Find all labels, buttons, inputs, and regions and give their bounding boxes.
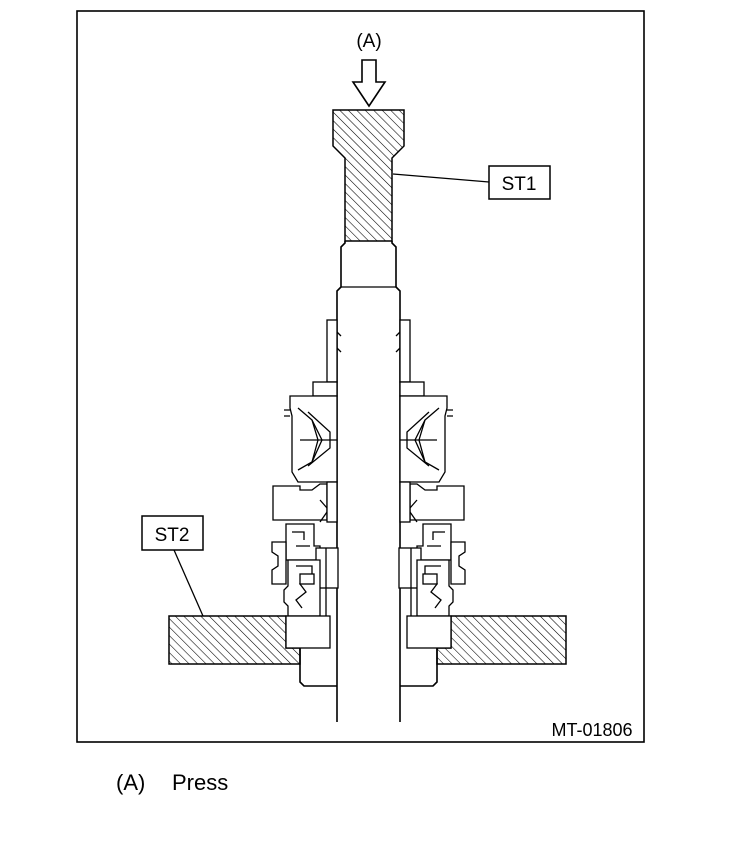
press-marker-label: (A) bbox=[356, 31, 381, 52]
upper-bearing-right bbox=[399, 381, 453, 483]
upper-bearing-left bbox=[284, 381, 338, 483]
st1-callout-label: ST1 bbox=[502, 174, 537, 195]
legend-description: Press bbox=[172, 770, 229, 795]
lower-bearing-right bbox=[398, 523, 466, 617]
st1-driver-tool bbox=[332, 109, 405, 242]
figure-code: MT-01806 bbox=[551, 720, 632, 740]
shaft bbox=[336, 241, 401, 722]
sleeve-block-right bbox=[406, 615, 452, 649]
st2-leader-line bbox=[173, 549, 204, 617]
legend-row: (A) Press bbox=[116, 770, 228, 796]
spacer-collar-left bbox=[326, 319, 342, 383]
gear-hub-left bbox=[272, 481, 338, 523]
spacer-collar-right bbox=[395, 319, 411, 383]
press-arrow-icon bbox=[351, 59, 387, 108]
st1-leader-line bbox=[392, 173, 490, 183]
legend-key: (A) bbox=[116, 770, 146, 795]
lower-bearing-left bbox=[271, 523, 339, 617]
sleeve-block-left bbox=[285, 615, 331, 649]
gear-hub-right bbox=[399, 481, 465, 523]
st2-callout-box bbox=[141, 515, 204, 551]
st1-callout-box bbox=[488, 165, 551, 200]
shaft-lower-step bbox=[299, 648, 438, 687]
st2-support-right bbox=[436, 615, 567, 665]
st2-callout-label: ST2 bbox=[155, 525, 190, 546]
st2-support-left bbox=[168, 615, 301, 665]
figure-frame bbox=[76, 10, 645, 743]
